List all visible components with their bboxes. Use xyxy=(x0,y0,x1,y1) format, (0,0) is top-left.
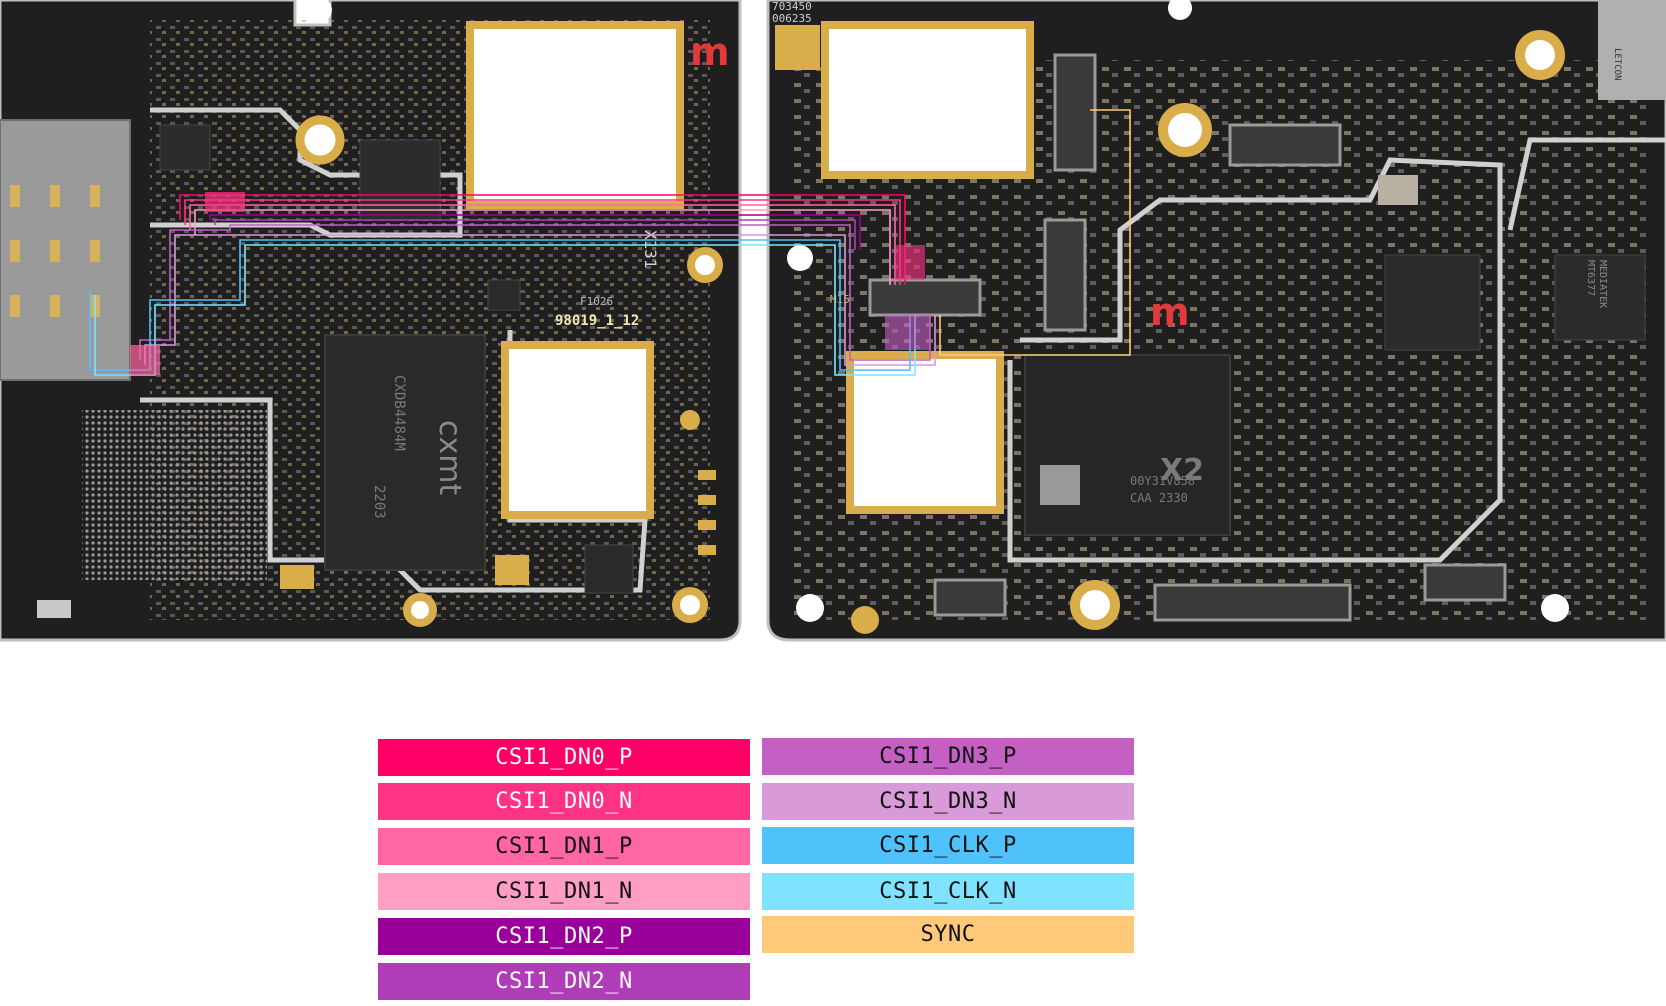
memory-chip-date: 2203 xyxy=(371,485,387,519)
trace-dn0-n xyxy=(184,199,901,285)
legend-label: CSI1_DN2_P xyxy=(495,924,633,949)
legend-item-dn2-p: CSI1_DN2_P xyxy=(378,918,750,955)
connector-top-right xyxy=(1598,0,1666,100)
trace-dn0-p xyxy=(179,194,906,285)
chip-small-1 xyxy=(359,139,441,221)
mount-hole-r5 xyxy=(796,594,824,622)
memory-chip-brand: cxmt xyxy=(432,420,467,495)
csi-traces xyxy=(89,109,1131,376)
mount-hole-r6 xyxy=(1541,594,1569,622)
chip-right-2 xyxy=(1384,254,1481,351)
datamatrix-1 xyxy=(775,25,820,70)
camera-cutout-4 xyxy=(846,351,1004,514)
camera-cutout-3 xyxy=(821,21,1034,179)
left-board: cxmt CXDB4484M 2203 98019_1_12 X131 F102… xyxy=(0,0,742,642)
right-board: X2 00Y31V858 CAA 2330 MEDIATEK MT6377 LE… xyxy=(766,0,1666,642)
connector-5 xyxy=(933,578,1007,617)
datamatrix-2 xyxy=(1040,465,1080,505)
legend-item-dn2-n: CSI1_DN2_N xyxy=(378,963,750,1000)
chip-small-2 xyxy=(159,124,211,171)
legend-item-dn3-p: CSI1_DN3_P xyxy=(762,738,1134,775)
mount-hole-r2 xyxy=(1515,30,1565,80)
mount-hole-l5 xyxy=(403,593,437,627)
memory-chip-right xyxy=(1024,354,1231,536)
mount-hole-r7 xyxy=(1168,0,1192,20)
trace-dn1-n xyxy=(194,209,891,285)
memory-chip-code: CXDB4484M xyxy=(391,375,407,451)
legend-label: CSI1_DN1_N xyxy=(495,879,633,904)
legend-label: CSI1_CLK_P xyxy=(879,833,1017,858)
legend-item-dn1-n: CSI1_DN1_N xyxy=(378,873,750,910)
legend-item-dn3-n: CSI1_DN3_N xyxy=(762,783,1134,820)
legend-label: CSI1_DN0_P xyxy=(495,745,633,770)
mount-hole-l1 xyxy=(295,115,345,165)
trace-dn2-p xyxy=(209,214,861,250)
mount-hole-l3 xyxy=(680,410,700,430)
silkscreen-f1026: F1026 xyxy=(580,295,613,308)
logo-left: m xyxy=(690,30,730,74)
legend-label: CSI1_DN2_N xyxy=(495,969,633,994)
gold-pads-left xyxy=(280,470,716,589)
mount-hole-r1 xyxy=(1158,103,1212,157)
connector-1 xyxy=(1053,53,1097,172)
legend-item-dn1-p: CSI1_DN1_P xyxy=(378,828,750,865)
legend-label: SYNC xyxy=(920,922,976,947)
memory-chip-right-code: 00Y31V858 xyxy=(1130,474,1195,488)
trace-clk-n xyxy=(94,244,916,376)
legend-label: CSI1_DN3_P xyxy=(879,744,1017,769)
trace-sync xyxy=(939,109,1131,356)
mount-hole-r3 xyxy=(1070,580,1120,630)
chip-small-3 xyxy=(584,544,634,594)
highlight-pad-4 xyxy=(885,315,930,350)
legend-label: CSI1_DN1_P xyxy=(495,834,633,859)
mount-hole-r4 xyxy=(787,245,813,271)
connector-camera xyxy=(868,278,982,317)
mount-hole-l2 xyxy=(687,247,723,283)
legend-item-dn0-n: CSI1_DN0_N xyxy=(378,783,750,820)
connector-4 xyxy=(1153,583,1352,622)
legend-label: CSI1_CLK_N xyxy=(879,879,1017,904)
mediatek-chip-model: MT6377 xyxy=(1585,260,1596,296)
connector-3 xyxy=(1228,123,1342,167)
memory-chip-right-date: CAA 2330 xyxy=(1130,491,1188,505)
chip-small-4 xyxy=(487,279,521,311)
mount-hole-l4 xyxy=(672,587,708,623)
silkscreen-board-id: 98019_1_12 xyxy=(555,313,639,329)
mediatek-chip xyxy=(1554,254,1646,341)
legend-label: CSI1_DN0_N xyxy=(495,789,633,814)
mount-hole-l6 xyxy=(308,0,332,22)
highlight-pad-3 xyxy=(895,245,925,280)
legend-item-sync: SYNC xyxy=(762,916,1134,953)
highlight-pad-1 xyxy=(205,192,245,212)
bga-soc xyxy=(82,410,267,580)
mediatek-chip-label: MEDIATEK xyxy=(1597,260,1608,308)
mount-hole-r8 xyxy=(851,606,879,634)
camera-cutout-2 xyxy=(501,341,654,519)
trace-dn2-n xyxy=(214,219,856,250)
sim-tray xyxy=(0,119,131,381)
logo-right: m xyxy=(1150,290,1190,334)
left-shield-outline-2 xyxy=(140,330,648,593)
camera-cutout-1 xyxy=(466,21,684,209)
connector-top-right-label: LETCON xyxy=(1612,48,1622,81)
right-shield-outline xyxy=(1007,157,1503,563)
silkscreen-006235: 006235 xyxy=(772,12,812,25)
legend-item-clk-n: CSI1_CLK_N xyxy=(762,873,1134,910)
pcb-diagram: cxmt CXDB4484M 2203 98019_1_12 X131 F102… xyxy=(0,0,1666,642)
connector-6 xyxy=(1423,563,1507,602)
legend-item-clk-p: CSI1_CLK_P xyxy=(762,827,1134,864)
highlight-pad-2 xyxy=(130,345,160,375)
memory-chip-left xyxy=(324,334,486,571)
legend-item-dn0-p: CSI1_DN0_P xyxy=(378,739,750,776)
trace-clk-p xyxy=(89,239,911,371)
memory-chip-right-brand: X2 xyxy=(1160,453,1204,488)
crystal xyxy=(1378,175,1418,205)
legend-label: CSI1_DN3_N xyxy=(879,789,1017,814)
silkscreen-703450: 703450 xyxy=(772,0,812,13)
right-shield-outline-2 xyxy=(1507,137,1666,231)
connector-2 xyxy=(1043,218,1087,332)
